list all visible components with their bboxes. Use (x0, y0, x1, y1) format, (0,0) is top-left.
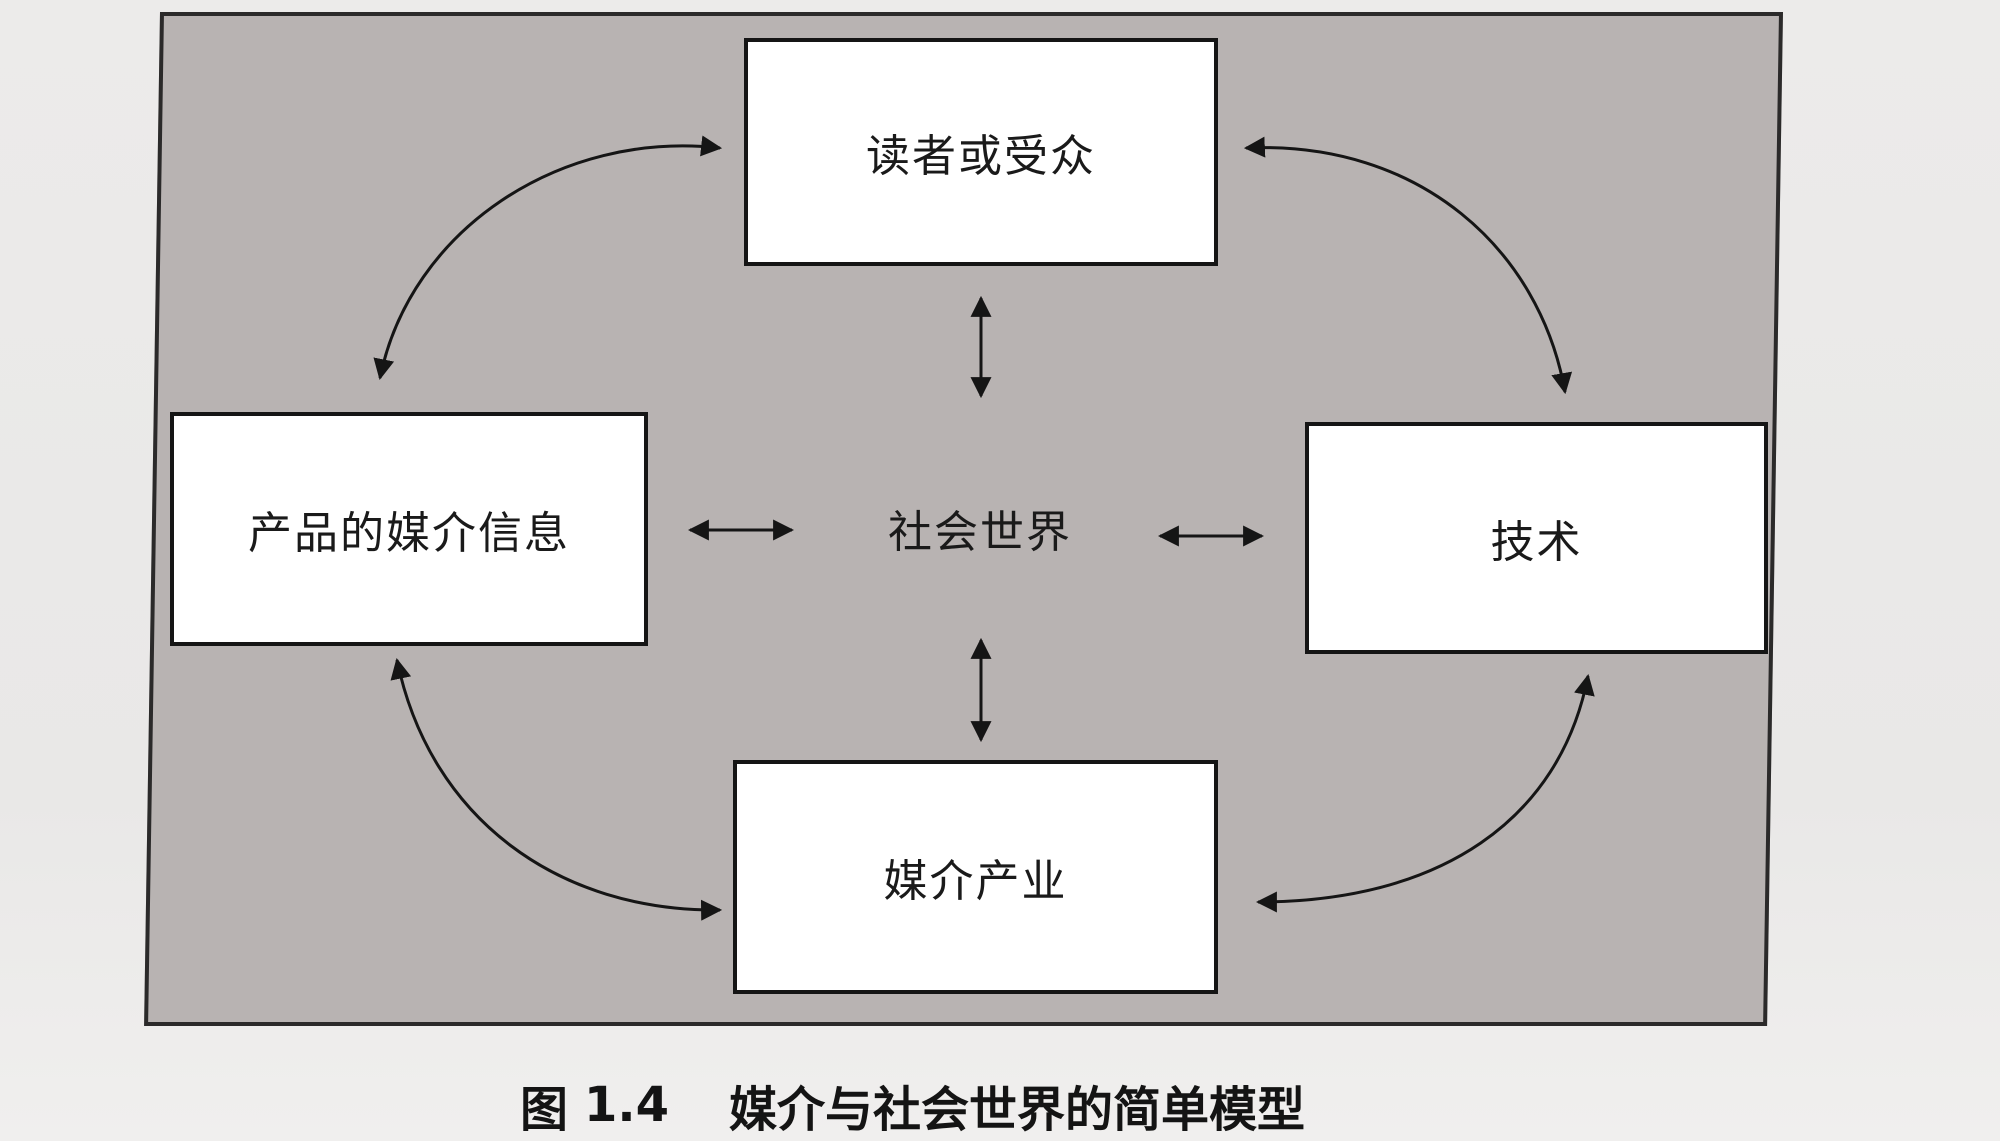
node-readers-label: 读者或受众 (866, 131, 1096, 182)
node-media-industry-label: 媒介产业 (883, 856, 1068, 907)
figure-caption: 图 1.4 媒介与社会世界的简单模型 (520, 1070, 1305, 1140)
node-social-world-label: 社会世界 (888, 507, 1072, 558)
node-media-industry: 媒介产业 (733, 760, 1218, 994)
caption-title: 媒介与社会世界的简单模型 (729, 1082, 1306, 1138)
node-technology-label: 技术 (1490, 517, 1583, 568)
node-readers: 读者或受众 (744, 38, 1218, 266)
node-product-info-label: 产品的媒介信息 (248, 508, 570, 559)
node-product-info: 产品的媒介信息 (170, 412, 648, 646)
caption-number: 1.4 (584, 1077, 670, 1133)
node-social-world: 社会世界 (860, 495, 1100, 561)
caption-prefix: 图 (520, 1082, 569, 1138)
node-technology: 技术 (1305, 422, 1768, 654)
